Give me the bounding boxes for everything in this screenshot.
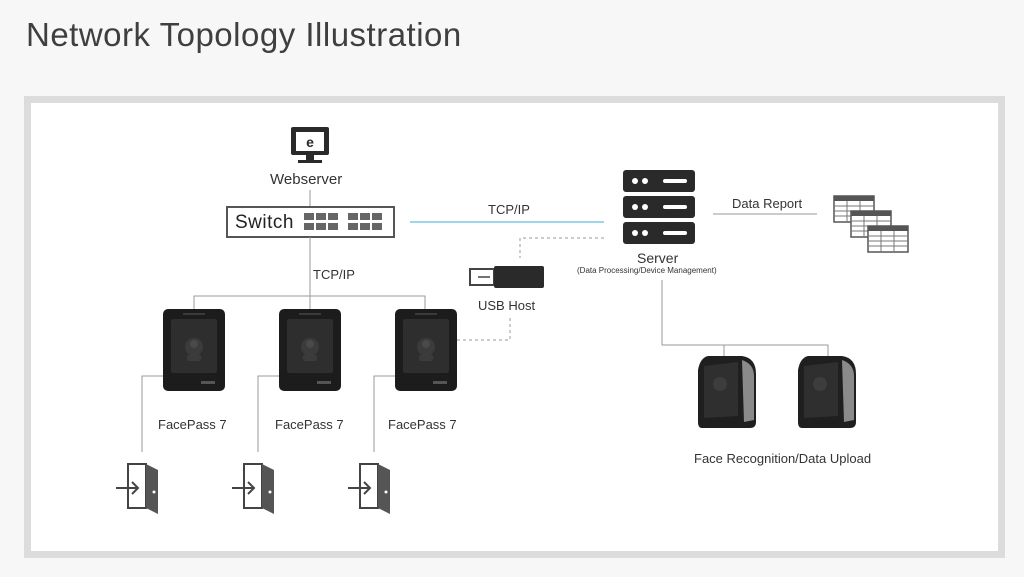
server-rack-icon: [623, 170, 695, 244]
door-exit-icon: [115, 463, 159, 515]
server-sub-label: (Data Processing/Device Management): [577, 266, 717, 275]
monitor-ie-icon: e: [291, 127, 329, 163]
tcp-label-top: TCP/IP: [488, 202, 530, 217]
usb-drive-icon: [469, 266, 544, 288]
face-upload-label: Face Recognition/Data Upload: [694, 451, 872, 466]
facepass-device-icon: [279, 309, 341, 391]
server-label: Server: [637, 250, 679, 266]
facepass-label-3: FacePass 7: [388, 417, 457, 432]
usb-host-label: USB Host: [478, 298, 536, 313]
webserver-label: Webserver: [270, 171, 343, 188]
page-title: Network Topology Illustration: [26, 16, 462, 53]
face-recognition-kiosk-icon: [698, 356, 756, 428]
facepass-label-1: FacePass 7: [158, 417, 227, 432]
facepass-device-icon: [395, 309, 457, 391]
spreadsheet-icon: [833, 195, 909, 253]
data-report-label: Data Report: [732, 196, 803, 211]
network-switch-icon: [226, 206, 395, 238]
face-recognition-kiosk-icon: [798, 356, 856, 428]
tcp-label-devices: TCP/IP: [313, 267, 355, 282]
facepass-device-icon: [163, 309, 225, 391]
switch-label: Switch: [235, 212, 294, 233]
door-exit-icon: [347, 463, 391, 515]
svg-text:e: e: [306, 134, 314, 150]
door-exit-icon: [231, 463, 275, 515]
facepass-label-2: FacePass 7: [275, 417, 344, 432]
